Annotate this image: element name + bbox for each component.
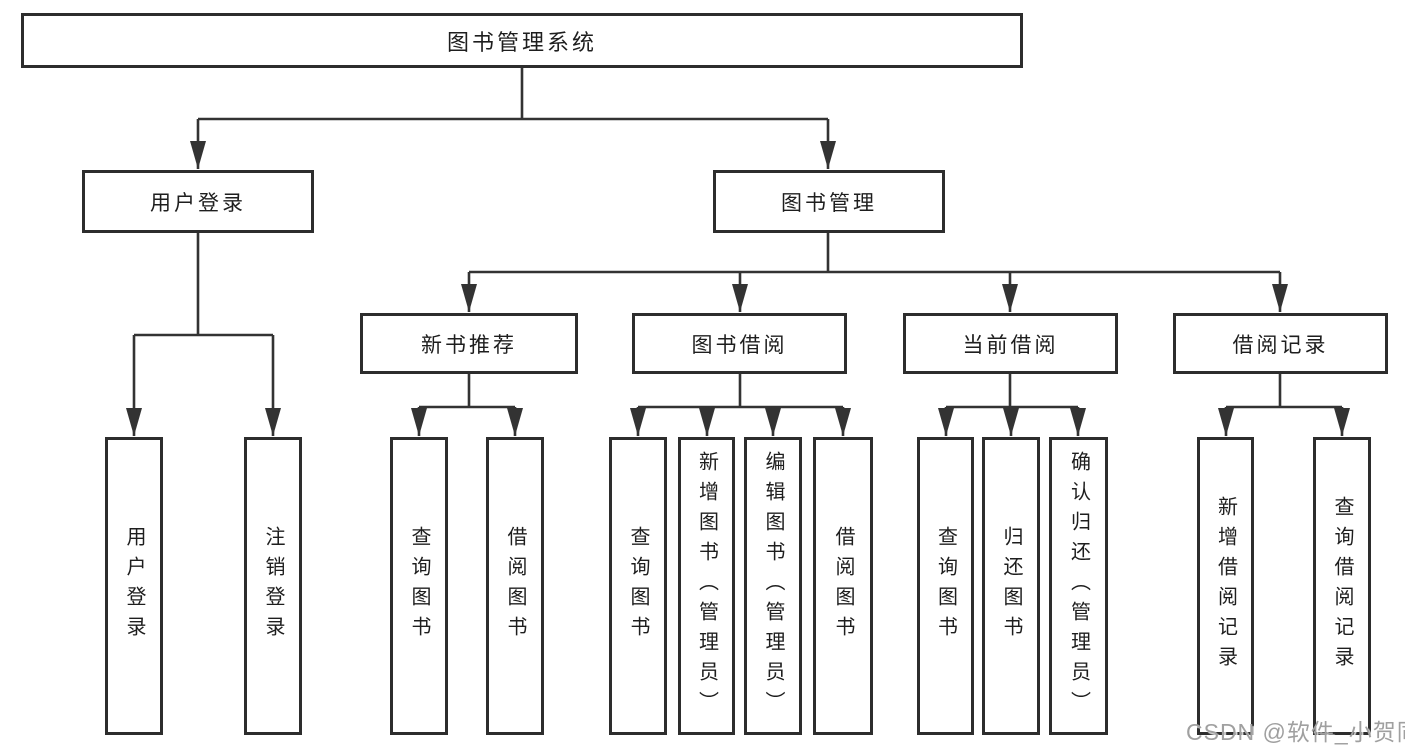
node-new-book-recommend: 新书推荐 <box>360 313 578 374</box>
leaf-user-login: 用户登录 <box>105 437 163 735</box>
leaf-return-books: 归还图书 <box>982 437 1040 735</box>
leaf-add-book-admin: 新增图书（管理员） <box>678 437 735 735</box>
node-root: 图书管理系统 <box>21 13 1023 68</box>
leaf-query-books-2: 查询图书 <box>609 437 667 735</box>
leaf-query-books-1: 查询图书 <box>390 437 448 735</box>
leaf-query-borrow-record: 查询借阅记录 <box>1313 437 1371 735</box>
node-book-management: 图书管理 <box>713 170 945 233</box>
leaf-confirm-return-admin: 确认归还（管理员） <box>1049 437 1108 735</box>
node-user-login: 用户登录 <box>82 170 314 233</box>
leaf-borrow-books-1: 借阅图书 <box>486 437 544 735</box>
leaf-edit-book-admin: 编辑图书（管理员） <box>744 437 802 735</box>
leaf-add-borrow-record: 新增借阅记录 <box>1197 437 1254 735</box>
node-book-borrow: 图书借阅 <box>632 313 847 374</box>
node-borrow-records: 借阅记录 <box>1173 313 1388 374</box>
leaf-query-books-3: 查询图书 <box>917 437 974 735</box>
leaf-borrow-books-2: 借阅图书 <box>813 437 873 735</box>
node-current-borrow: 当前借阅 <box>903 313 1118 374</box>
connector-segments <box>134 68 1342 409</box>
leaf-logout: 注销登录 <box>244 437 302 735</box>
csdn-watermark: CSDN @软件_小贺同学 <box>1186 719 1405 745</box>
